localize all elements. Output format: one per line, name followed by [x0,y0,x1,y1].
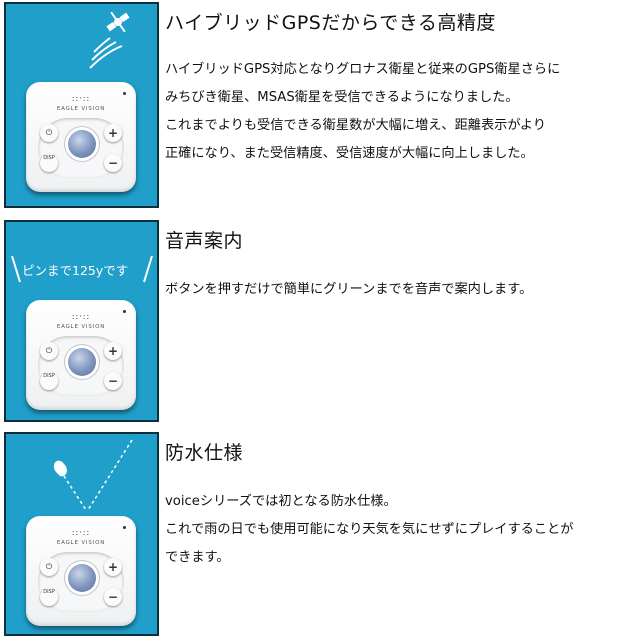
device-brand: EAGLE VISION [56,324,106,330]
display-button: DISP [40,154,58,172]
section-body: ハイブリッドGPS対応となりグロナス衛星と従来のGPS衛星さらに みちびき衛星、… [165,56,635,168]
center-button [68,348,96,376]
center-button [68,130,96,158]
gps-panel: ::·:: EAGLE VISION ⏻ + DISP − [4,2,159,208]
minus-button: − [104,372,122,390]
speech-icon [11,255,153,283]
speaker-dots: ::·:: [71,94,91,103]
display-button: DISP [40,372,58,390]
body-line: 正確になり、また受信精度、受信速度が大幅に向上しました。 [165,146,534,161]
speaker-dots: ::·:: [71,528,91,537]
water-drop-icon [53,439,133,511]
voice-panel: ピンまで125yです ::·:: EAGLE VISION ⏻ + DISP − [4,220,159,422]
body-line: voiceシリーズでは初となる防水仕様。 [165,494,397,509]
status-led [123,310,126,313]
waterproof-panel: ::·:: EAGLE VISION ⏻ + DISP − [4,432,159,636]
section-title: 音声案内 [165,230,244,252]
power-button: ⏻ [40,558,58,576]
minus-button: − [104,588,122,606]
body-line: これまでよりも受信できる衛星数が大幅に増え、距離表示がより [165,118,546,133]
speaker-dots: ::·:: [71,312,91,321]
body-line: これで雨の日でも使用可能になり天気を気にせずにプレイすることが [165,522,574,537]
body-line: できます。 [165,550,230,565]
section-hybrid-gps: ::·:: EAGLE VISION ⏻ + DISP − ハイブリッドGPSだ… [0,0,640,212]
plus-button: + [104,124,122,142]
body-line: みちびき衛星、MSAS衛星を受信できるようになりました。 [165,90,519,105]
status-led [123,92,126,95]
body-line: ハイブリッドGPS対応となりグロナス衛星と従来のGPS衛星さらに [165,62,561,77]
plus-button: + [104,558,122,576]
golf-gps-device: ::·:: EAGLE VISION ⏻ + DISP − [26,82,136,192]
center-button [68,564,96,592]
minus-button: − [104,154,122,172]
section-body: voiceシリーズでは初となる防水仕様。 これで雨の日でも使用可能になり天気を気… [165,488,635,572]
golf-gps-device: ::·:: EAGLE VISION ⏻ + DISP − [26,300,136,410]
section-title: 防水仕様 [165,442,244,464]
device-brand: EAGLE VISION [56,540,106,546]
power-button: ⏻ [40,342,58,360]
section-title: ハイブリッドGPSだからできる高精度 [165,12,496,34]
status-led [123,526,126,529]
power-button: ⏻ [40,124,58,142]
body-line: ボタンを押すだけで簡単にグリーンまでを音声で案内します。 [165,282,533,297]
satellite-icon [89,11,130,69]
section-voice-guide: ピンまで125yです ::·:: EAGLE VISION ⏻ + DISP −… [0,218,640,424]
golf-gps-device: ::·:: EAGLE VISION ⏻ + DISP − [26,516,136,626]
device-brand: EAGLE VISION [56,106,106,112]
voice-speech-text: ピンまで125yです [22,263,129,278]
plus-button: + [104,342,122,360]
display-button: DISP [40,588,58,606]
section-body: ボタンを押すだけで簡単にグリーンまでを音声で案内します。 [165,276,635,304]
section-waterproof: ::·:: EAGLE VISION ⏻ + DISP − 防水仕様 voice… [0,430,640,640]
